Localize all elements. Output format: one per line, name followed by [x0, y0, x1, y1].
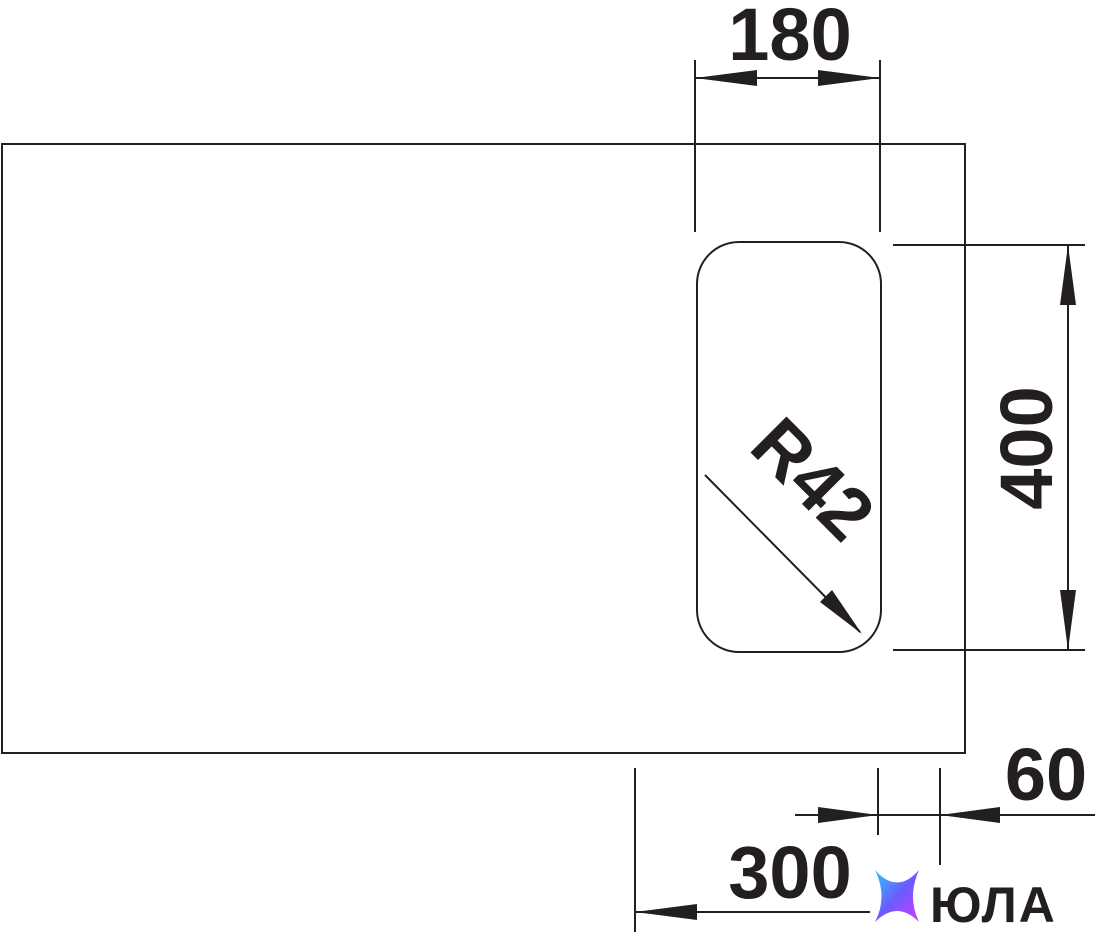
- dimension-label-300: 300: [728, 831, 851, 914]
- dimension-label-180: 180: [728, 0, 851, 76]
- arrow-head-right: [818, 70, 880, 86]
- yula-logo: ЮЛА: [875, 870, 1057, 932]
- arrow-head-right: [940, 807, 1000, 823]
- dimension-offset-right: 60: [795, 733, 1095, 865]
- dimension-width-top: 180: [694, 0, 881, 232]
- arrow-head-left: [635, 904, 697, 920]
- dimension-offset-bottom: 300: [634, 768, 870, 932]
- yula-logo-star-icon: [875, 870, 919, 922]
- sink-bowl-outline: [696, 241, 882, 653]
- yula-logo-text: ЮЛА: [930, 877, 1057, 932]
- dimension-label-r42: R42: [736, 402, 891, 557]
- arrow-head-left: [818, 807, 878, 823]
- dimension-radius: R42: [704, 402, 891, 634]
- arrow-head-left: [695, 70, 757, 86]
- arrow-head-bottom: [1060, 590, 1076, 650]
- dimension-label-400: 400: [985, 386, 1068, 509]
- dimension-label-60: 60: [1005, 733, 1087, 816]
- panel-outline: [1, 143, 966, 754]
- arrow-head-top: [1060, 245, 1076, 305]
- dimension-height-right: 400: [893, 244, 1085, 651]
- radius-arrow-head: [820, 590, 862, 634]
